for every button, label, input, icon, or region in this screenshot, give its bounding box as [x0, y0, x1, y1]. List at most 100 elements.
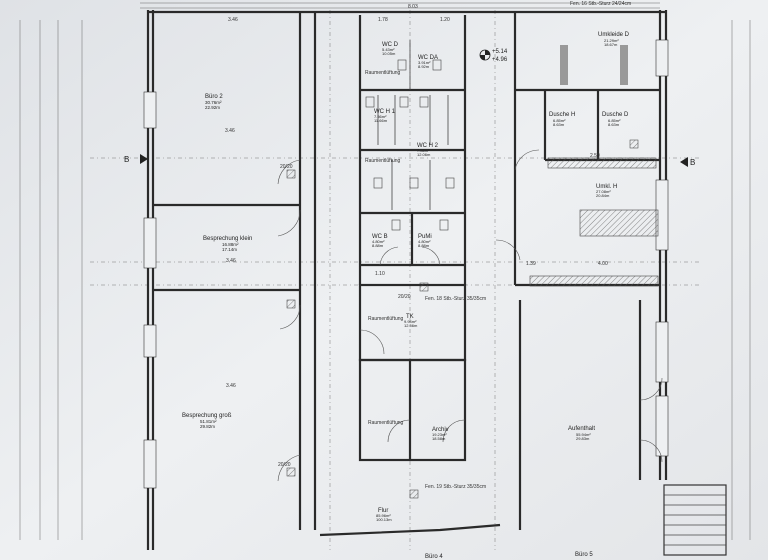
- svg-text:12.06m: 12.06m: [417, 152, 431, 157]
- section-marker-left: B: [124, 154, 148, 164]
- ducts: [286, 139, 639, 499]
- room-label-tk: TK 9.94m² 12.56m: [404, 314, 418, 328]
- room-label-archiv: Archiv 19.23m² 18.58m: [432, 427, 449, 441]
- room-label-dusche-d: Dusche D 6.85m² 8.63m: [602, 112, 629, 127]
- room-label-wc-b: WC B 4.80m² 8.88m: [372, 234, 388, 248]
- svg-text:85.96m²: 85.96m²: [376, 513, 391, 518]
- svg-text:Raumentlüftung: Raumentlüftung: [368, 316, 404, 322]
- room-label-umkleide-d: Umkleide D 21.29m² 18.67m: [598, 32, 630, 47]
- svg-text:8.88m: 8.88m: [372, 243, 384, 248]
- room-label-wc-d: WC D 5.43m² 10.05m: [382, 42, 399, 56]
- svg-text:3.46: 3.46: [225, 128, 235, 134]
- svg-text:19.23m²: 19.23m²: [432, 432, 447, 437]
- svg-text:7.56m²: 7.56m²: [374, 114, 387, 119]
- room-label-buero5: Büro 5: [575, 552, 593, 558]
- svg-text:18.67m: 18.67m: [604, 42, 618, 47]
- svg-text:Dusche H: Dusche H: [549, 112, 575, 118]
- section-label-left: B: [124, 155, 129, 164]
- svg-text:Fen. 16 Stb.-Sturz 24/24cm: Fen. 16 Stb.-Sturz 24/24cm: [570, 1, 631, 7]
- room-label-flur: Flur 85.96m² 100.13m: [376, 508, 392, 522]
- svg-text:20/20: 20/20: [278, 462, 291, 468]
- svg-text:Flur: Flur: [378, 508, 388, 514]
- room-label-putzm: PuMi 4.80m² 8.88m: [418, 234, 432, 248]
- svg-text:TK: TK: [406, 314, 414, 320]
- svg-text:21.29m²: 21.29m²: [604, 38, 619, 43]
- svg-text:4.80m²: 4.80m²: [418, 239, 431, 244]
- svg-text:4.80m²: 4.80m²: [372, 239, 385, 244]
- svg-text:3.46: 3.46: [226, 383, 236, 389]
- room-label-wc-h2: WC H 2 7.86m² 12.06m: [417, 143, 439, 157]
- svg-text:1.20: 1.20: [440, 17, 450, 23]
- section-label-right: B: [690, 158, 695, 167]
- svg-text:6.85m²: 6.85m²: [553, 118, 566, 123]
- svg-text:5.43m²: 5.43m²: [382, 47, 395, 52]
- svg-text:3.91m²: 3.91m²: [418, 60, 431, 65]
- dimension-lines: [19, 2, 751, 540]
- svg-text:3.46: 3.46: [226, 258, 236, 264]
- svg-text:PuMi: PuMi: [418, 234, 432, 240]
- svg-text:Raumentlüftung: Raumentlüftung: [368, 420, 404, 426]
- svg-text:11.66m: 11.66m: [374, 118, 388, 123]
- svg-text:8.92m: 8.92m: [418, 64, 430, 69]
- svg-text:30.76m²: 30.76m²: [205, 100, 222, 105]
- svg-text:22.92m: 22.92m: [205, 105, 220, 110]
- svg-text:Fen. 19 Stb.-Sturz 35/35cm: Fen. 19 Stb.-Sturz 35/35cm: [425, 484, 486, 490]
- svg-text:Dusche D: Dusche D: [602, 112, 629, 118]
- room-label-wc-da: WC DA 3.91m² 8.92m: [418, 55, 438, 69]
- svg-text:WC H 1: WC H 1: [374, 109, 396, 115]
- svg-text:Umkleide D: Umkleide D: [598, 32, 630, 38]
- svg-text:7.86m²: 7.86m²: [417, 148, 430, 153]
- left-block-walls: [153, 12, 317, 530]
- svg-text:8.88m: 8.88m: [418, 243, 430, 248]
- svg-text:1.10: 1.10: [375, 271, 385, 277]
- svg-text:55.94m²: 55.94m²: [576, 432, 591, 437]
- archive-block-walls: [358, 283, 467, 462]
- room-label-besprechung-klein: Besprechung klein 16.88m² 17.14m: [203, 236, 252, 252]
- ventilation-tags: Raumentlüftung Raumentlüftung Raumentlüf…: [365, 70, 404, 426]
- svg-text:2.50: 2.50: [590, 153, 600, 159]
- svg-text:10.05m: 10.05m: [382, 51, 396, 56]
- svg-text:4.00: 4.00: [598, 261, 608, 267]
- svg-text:8.63m: 8.63m: [553, 122, 565, 127]
- level-bottom: +4.96: [492, 57, 508, 63]
- level-top: +5.14: [492, 49, 508, 55]
- svg-text:8.03: 8.03: [408, 4, 418, 10]
- svg-text:Büro 2: Büro 2: [205, 94, 223, 100]
- svg-text:16.88m²: 16.88m²: [222, 242, 239, 247]
- svg-text:Besprechung groß: Besprechung groß: [182, 413, 232, 419]
- room-label-besprechung-gross: Besprechung groß 51.81m² 29.82m: [182, 413, 232, 429]
- svg-text:1.39: 1.39: [526, 261, 536, 267]
- room-label-dusche-h: Dusche H 6.85m² 8.63m: [549, 112, 575, 127]
- svg-text:100.13m: 100.13m: [376, 517, 392, 522]
- room-label-aufenthalt: Aufenthalt 55.94m² 29.83m: [568, 426, 595, 441]
- svg-text:20.84m: 20.84m: [596, 193, 610, 198]
- svg-text:29.83m: 29.83m: [576, 436, 590, 441]
- core-walls: [358, 15, 467, 285]
- svg-text:WC H 2: WC H 2: [417, 143, 439, 149]
- room-label-wc-h1: WC H 1 7.56m² 11.66m: [374, 109, 396, 123]
- svg-text:17.14m: 17.14m: [222, 247, 237, 252]
- svg-text:Fen. 18 Stb.-Sturz 35/35cm: Fen. 18 Stb.-Sturz 35/35cm: [425, 296, 486, 302]
- svg-text:51.81m²: 51.81m²: [200, 419, 217, 424]
- level-marker: +5.14 +4.96: [479, 49, 508, 63]
- svg-text:Archiv: Archiv: [432, 427, 449, 433]
- room-label-umkl-h: Umkl. H 27.08m² 20.84m: [596, 184, 617, 198]
- stair: [663, 484, 727, 556]
- room-label-buero2: Büro 2 30.76m² 22.92m: [205, 94, 223, 110]
- svg-text:12.56m: 12.56m: [404, 323, 418, 328]
- section-marker-right: B: [680, 157, 695, 167]
- svg-text:20/20: 20/20: [398, 294, 411, 300]
- svg-text:Raumentlüftung: Raumentlüftung: [365, 70, 401, 76]
- svg-text:18.58m: 18.58m: [432, 436, 446, 441]
- svg-text:Büro 4: Büro 4: [425, 554, 443, 560]
- svg-text:1.78: 1.78: [378, 17, 388, 23]
- svg-text:6.85m²: 6.85m²: [608, 118, 621, 123]
- svg-text:Besprechung klein: Besprechung klein: [203, 236, 252, 242]
- dimension-numbers: 3.46 3.46 3.46 3.46 1.78 8.03 4.00 2.50 …: [225, 4, 608, 389]
- svg-text:Aufenthalt: Aufenthalt: [568, 426, 595, 432]
- svg-text:Raumentlüftung: Raumentlüftung: [365, 158, 401, 164]
- svg-text:8.63m: 8.63m: [608, 122, 620, 127]
- svg-text:Büro 5: Büro 5: [575, 552, 593, 558]
- svg-text:20/20: 20/20: [280, 164, 293, 170]
